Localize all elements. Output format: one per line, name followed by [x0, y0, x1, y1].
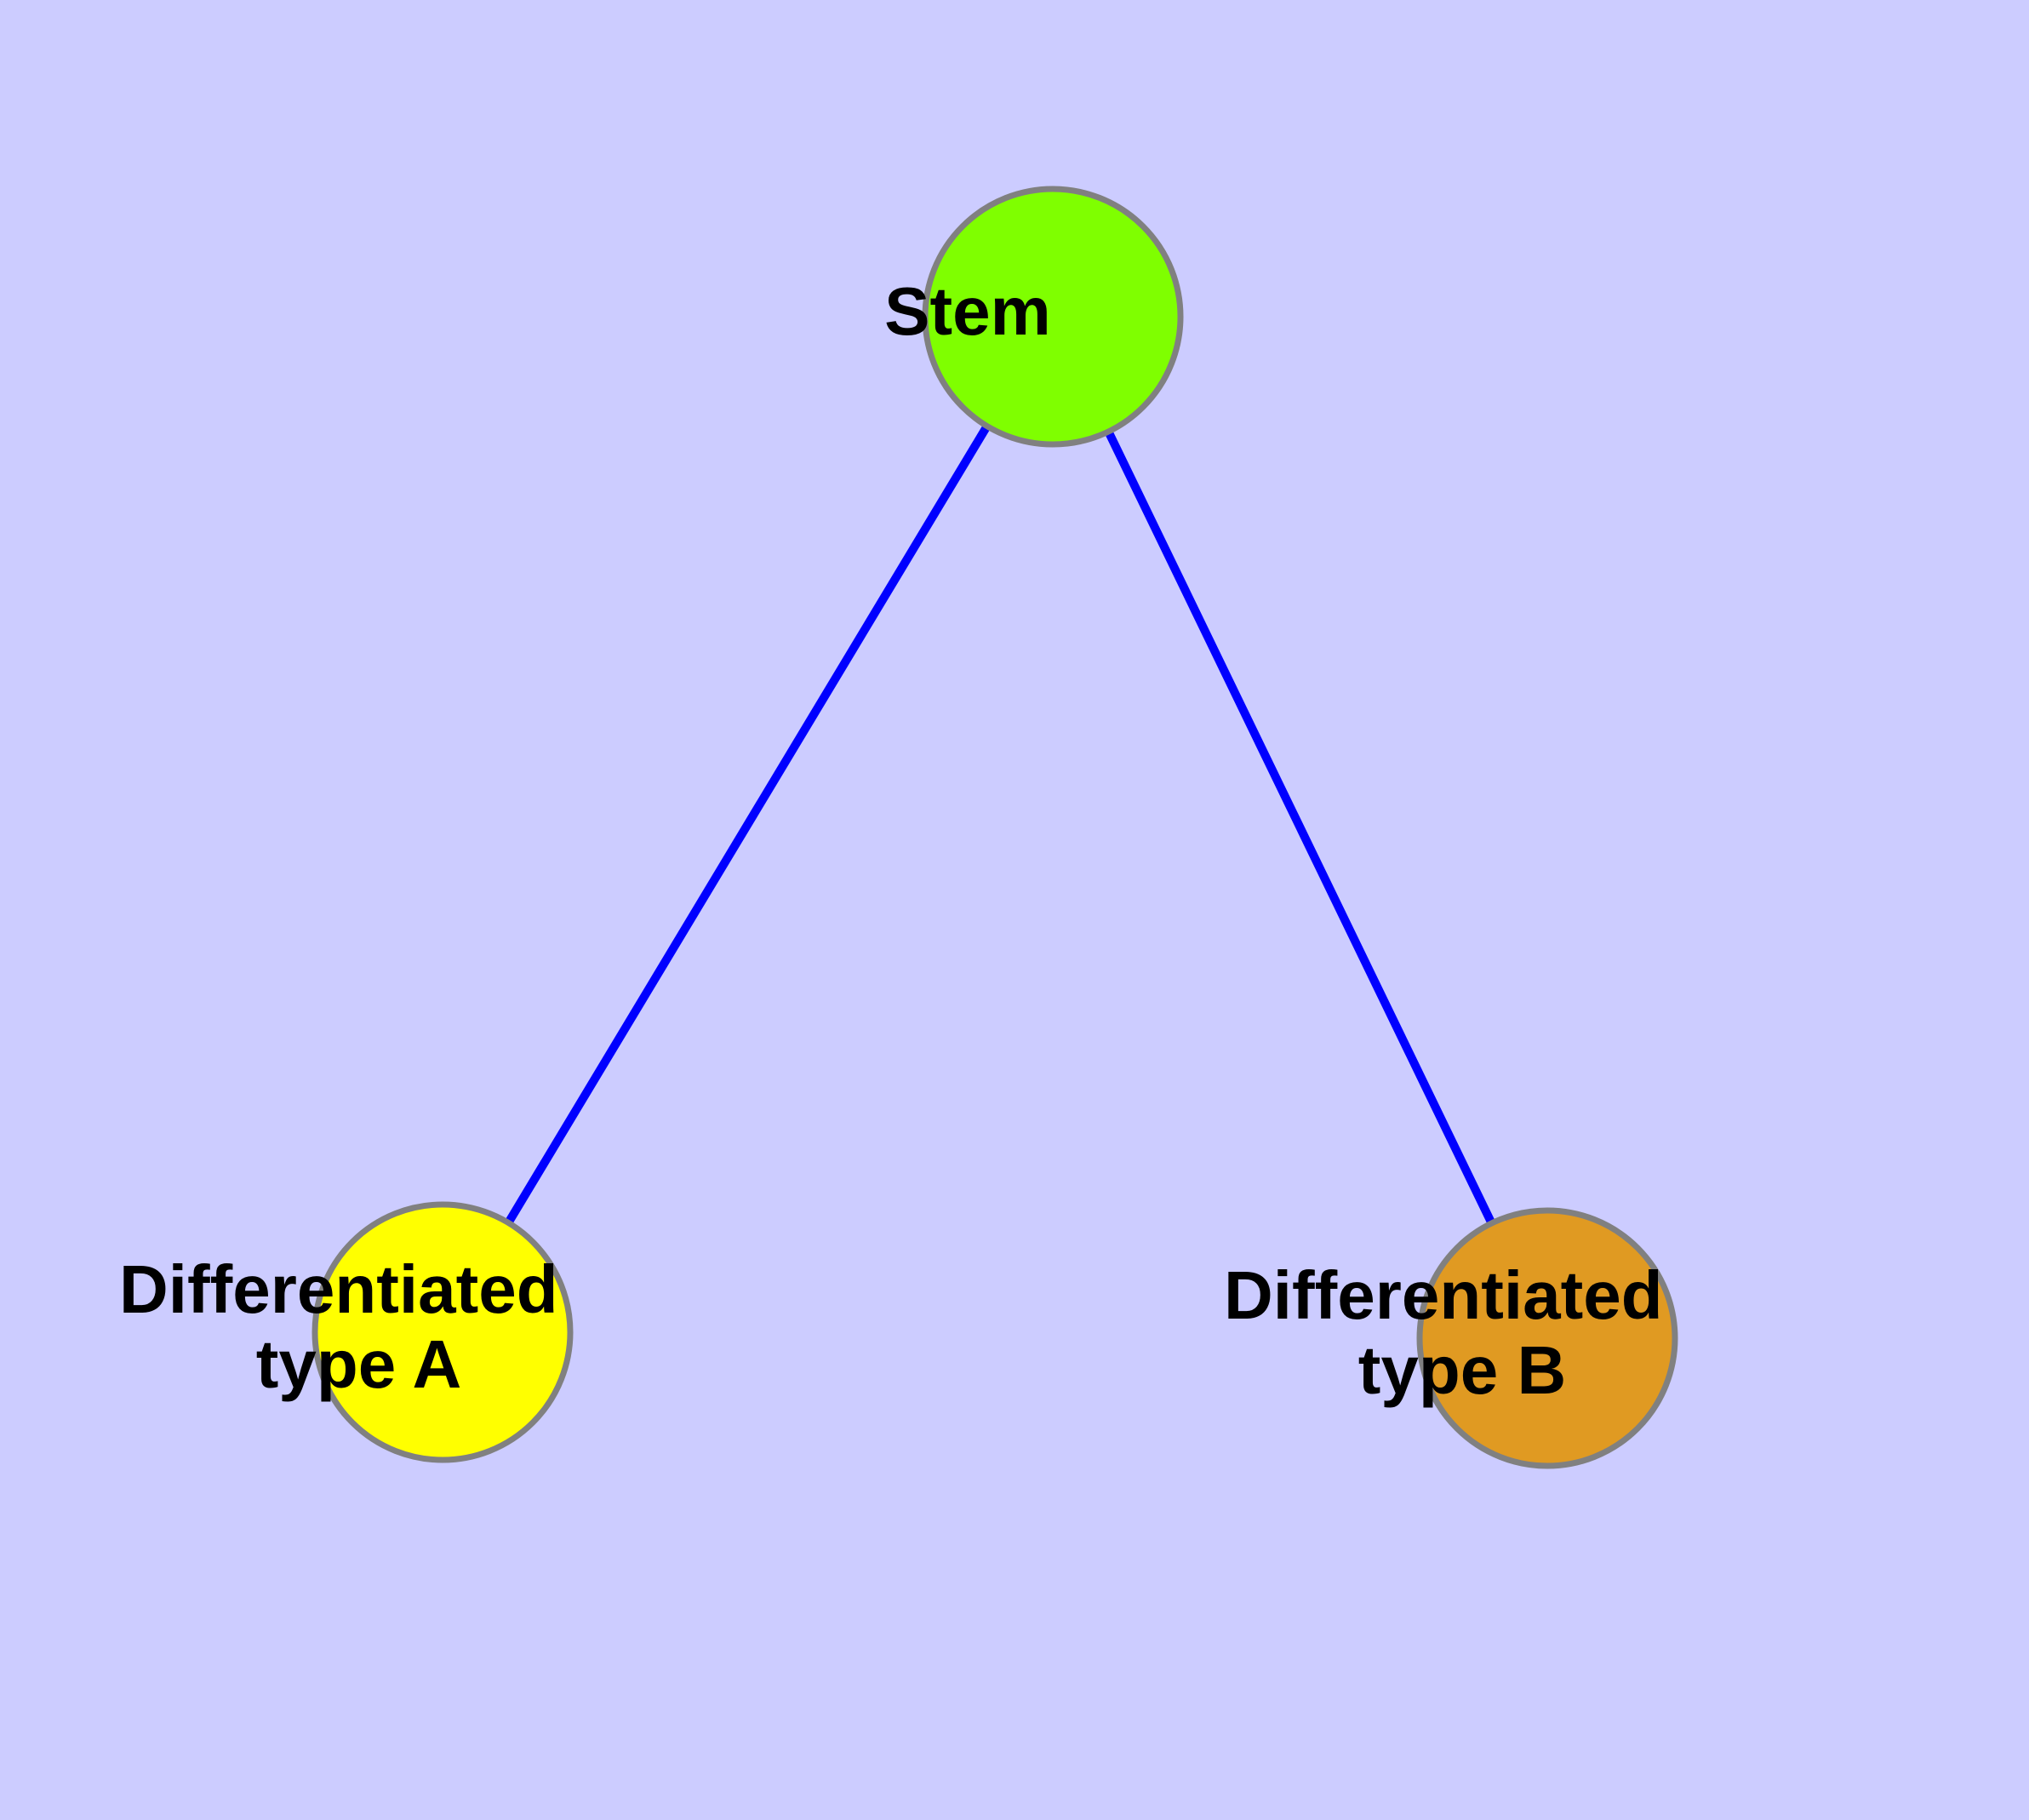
node-circle-differentiated-type-a[interactable]	[311, 1201, 574, 1463]
node-label-stem: Stem	[0, 0, 1221, 349]
node-layer: Differentiated type A Differentiated typ…	[0, 0, 1871, 1469]
node-label-line: type A	[256, 1326, 460, 1402]
node-differentiated-type-a[interactable]: Differentiated type A	[0, 0, 766, 1463]
node-circle-differentiated-type-b[interactable]	[1416, 1207, 1678, 1469]
node-stem[interactable]: Stem	[0, 0, 1221, 448]
edge-stem-to-differentiated-type-a[interactable]	[438, 314, 1057, 1335]
node-label-line: Stem	[884, 273, 1051, 349]
node-label-differentiated-type-b: Differentiated type B	[1224, 1257, 1663, 1408]
node-circle-stem[interactable]	[922, 186, 1184, 448]
edge-stem-to-differentiated-type-b[interactable]	[1049, 314, 1552, 1341]
edge-layer	[438, 314, 1552, 1341]
node-differentiated-type-b[interactable]: Differentiated type B	[0, 0, 1871, 1469]
node-label-line: Differentiated	[1224, 1257, 1663, 1333]
node-label-line: Differentiated	[119, 1251, 558, 1327]
node-label-differentiated-type-a: Differentiated type A	[0, 0, 766, 1402]
node-label-line: type B	[1358, 1332, 1567, 1408]
